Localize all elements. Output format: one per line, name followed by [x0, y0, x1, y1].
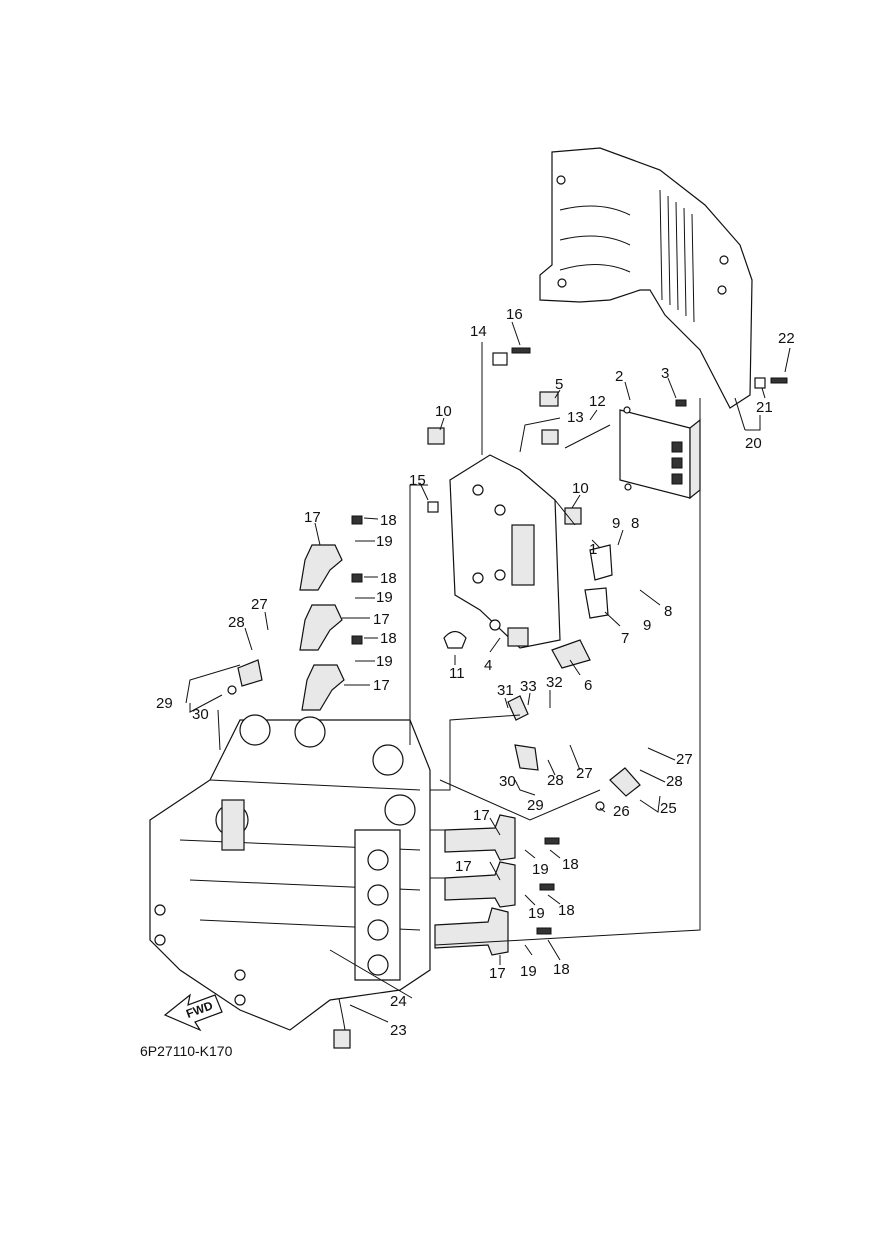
part-label-22: 22 [778, 330, 795, 347]
part-label-9b: 9 [643, 617, 651, 634]
part-label-26: 26 [613, 803, 630, 820]
part-label-28a: 28 [228, 614, 245, 631]
part-label-18c: 18 [380, 630, 397, 647]
part-label-19d: 19 [532, 861, 549, 878]
part-label-17a: 17 [304, 509, 321, 526]
part-label-19e: 19 [528, 905, 545, 922]
part-label-18f: 18 [553, 961, 570, 978]
bracket-plate [449, 454, 561, 649]
part-label-27a: 27 [251, 596, 268, 613]
part-label-10a: 10 [435, 403, 452, 420]
part-label-17f: 17 [489, 965, 506, 982]
ignition-coils-right [434, 814, 560, 956]
part-label-29a: 29 [156, 695, 173, 712]
part-label-12: 12 [589, 393, 606, 410]
part-label-21: 21 [756, 399, 773, 416]
part-label-25: 25 [660, 800, 677, 817]
part-label-15: 15 [409, 472, 426, 489]
ecu-module [619, 406, 701, 500]
ignition-coils-left [299, 515, 363, 711]
part-label-33: 33 [520, 678, 537, 695]
part-label-18e: 18 [558, 902, 575, 919]
part-label-4: 4 [484, 657, 492, 674]
engine-block [149, 714, 431, 1031]
part-label-32: 32 [546, 674, 563, 691]
part-label-28c: 28 [666, 773, 683, 790]
part-label-17b: 17 [373, 611, 390, 628]
part-label-17c: 17 [373, 677, 390, 694]
part-label-3: 3 [661, 365, 669, 382]
part-label-19b: 19 [376, 589, 393, 606]
part-label-27c: 27 [676, 751, 693, 768]
part-label-17d: 17 [473, 807, 490, 824]
part-label-19a: 19 [376, 533, 393, 550]
part-label-13: 13 [567, 409, 584, 426]
part-label-10b: 10 [572, 480, 589, 497]
part-label-5: 5 [555, 376, 563, 393]
part-label-19f: 19 [520, 963, 537, 980]
part-label-11: 11 [449, 665, 465, 682]
part-label-18a: 18 [380, 512, 397, 529]
part-label-6: 6 [584, 677, 592, 694]
forward-direction-arrow: FWD [163, 993, 223, 1032]
part-label-28b: 28 [547, 772, 564, 789]
part-label-23: 23 [390, 1022, 407, 1039]
part-label-30a: 30 [192, 706, 209, 723]
part-label-2: 2 [615, 368, 623, 385]
part-label-14: 14 [470, 323, 487, 340]
part-label-19c: 19 [376, 653, 393, 670]
leader-lines [185, 321, 791, 1023]
part-labels: 1 2 3 4 5 6 7 8 8 9 9 10 10 11 12 13 14 … [156, 306, 795, 1039]
part-label-20: 20 [745, 435, 762, 452]
drawing-code: 6P27110-K170 [140, 1043, 233, 1059]
part-label-7: 7 [621, 630, 629, 647]
part-label-17e: 17 [455, 858, 472, 875]
small-parts [427, 347, 788, 669]
part-label-18d: 18 [562, 856, 579, 873]
part-label-27b: 27 [576, 765, 593, 782]
part-label-31: 31 [497, 682, 514, 699]
part-label-9a: 9 [612, 515, 620, 532]
part-label-16: 16 [506, 306, 523, 323]
part-label-18b: 18 [380, 570, 397, 587]
part-label-8a: 8 [631, 515, 639, 532]
part-label-30b: 30 [499, 773, 516, 790]
part-label-24: 24 [390, 993, 407, 1010]
part-label-29b: 29 [527, 797, 544, 814]
part-label-1: 1 [589, 541, 597, 558]
cover-shield [539, 147, 753, 409]
part-label-8b: 8 [664, 603, 672, 620]
